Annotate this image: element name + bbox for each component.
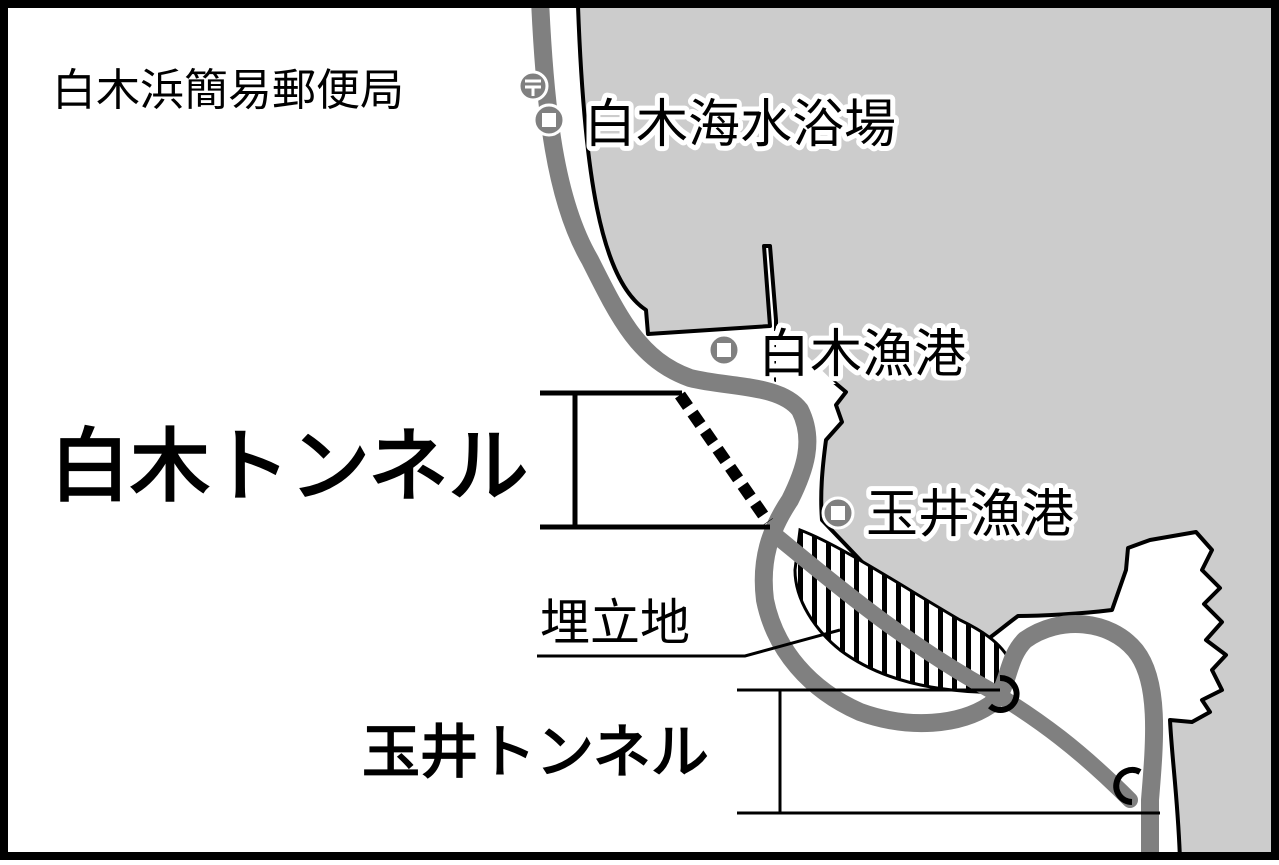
- tamai-port-label: 玉井漁港: [866, 485, 1074, 545]
- post-office-label: 白木浜簡易郵便局: [52, 65, 404, 116]
- tamai-tunnel-portal-upper: [988, 674, 1020, 713]
- reclaimed-land-label: 埋立地: [540, 594, 690, 652]
- beach-label: 白木海水浴場: [584, 95, 896, 155]
- reclaimed-land-leader: [537, 628, 841, 658]
- branch-road: [767, 527, 1138, 808]
- beach-marker-icon: [532, 103, 566, 137]
- post-office-icon: [517, 70, 549, 102]
- shiraki-tunnel-line: [675, 391, 773, 526]
- main-road: [531, 6, 1164, 854]
- tamai-tunnel-bracket: [737, 688, 1160, 815]
- shiraki-tunnel-label: 白木トンネル: [50, 420, 528, 513]
- tamai-port-marker-icon: [821, 496, 855, 530]
- shiraki-port-label: 白木漁港: [758, 325, 966, 385]
- harbour-land: [776, 326, 836, 384]
- tamai-tunnel-portal-lower: [1113, 767, 1142, 805]
- shiraki-tunnel-bracket: [540, 390, 770, 530]
- shiraki-port-marker-icon: [707, 333, 741, 367]
- tamai-tunnel-label: 玉井トンネル: [362, 718, 709, 786]
